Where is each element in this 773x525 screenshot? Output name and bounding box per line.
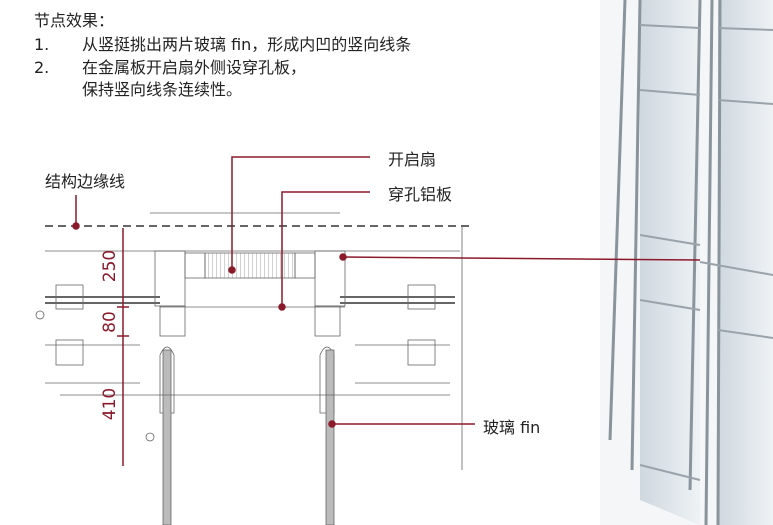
callout-glass-fin-label: 玻璃 fin bbox=[483, 418, 541, 437]
callout-vent-label: 开启扇 bbox=[388, 150, 437, 169]
callout-perforated-panel-label: 穿孔铝板 bbox=[388, 185, 453, 204]
notes-title: 节点效果： bbox=[34, 11, 115, 30]
note-2-text: 在金属板开启扇外侧设穿孔板， bbox=[82, 58, 307, 77]
note-2-text-cont: 保持竖向线条连续性。 bbox=[82, 80, 243, 99]
dimension-80: 80 bbox=[99, 311, 120, 333]
section-linework bbox=[35, 212, 470, 525]
note-2-number: 2. bbox=[34, 58, 50, 77]
dimension-410: 410 bbox=[100, 387, 121, 421]
callout-structure-edge-label: 结构边缘线 bbox=[45, 172, 126, 191]
facade-photo bbox=[600, 0, 773, 525]
annotation-lines bbox=[72, 156, 701, 466]
note-1-number: 1. bbox=[34, 35, 50, 54]
dimension-250: 250 bbox=[100, 249, 121, 283]
note-1-text: 从竖挺挑出两片玻璃 fin，形成内凹的竖向线条 bbox=[82, 35, 412, 54]
